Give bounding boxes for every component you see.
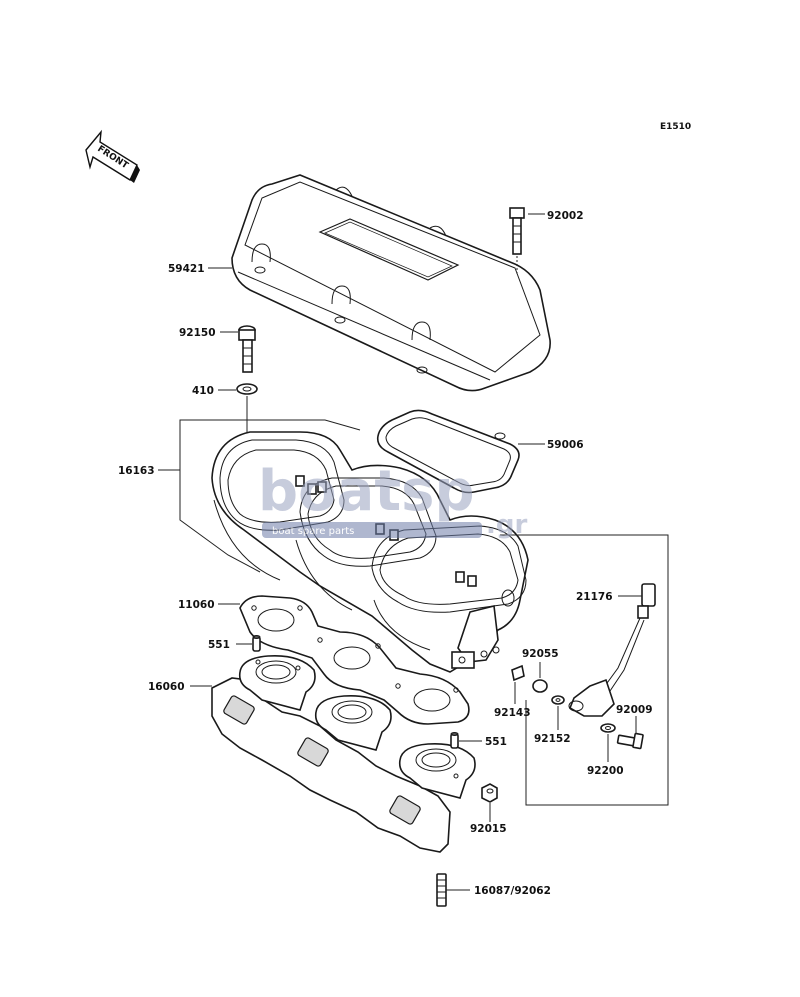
bolt-92009[interactable] xyxy=(616,732,644,750)
o-ring-92055[interactable] xyxy=(532,679,548,693)
label-16060: 16060 xyxy=(148,681,185,693)
label-92143: 92143 xyxy=(494,707,531,719)
label-59006: 59006 xyxy=(547,439,584,451)
clip-92143[interactable] xyxy=(511,664,525,682)
dowel-pin-551-upper[interactable] xyxy=(252,635,261,652)
label-551-lower: 551 xyxy=(485,736,507,748)
front-arrow-icon: FRONT xyxy=(85,129,140,183)
label-92152: 92152 xyxy=(534,733,571,745)
label-16163: 16163 xyxy=(118,465,155,477)
cover-part[interactable] xyxy=(231,174,551,392)
label-92055: 92055 xyxy=(522,648,559,660)
label-92150: 92150 xyxy=(179,327,216,339)
stud-16087[interactable] xyxy=(436,873,447,907)
label-92015: 92015 xyxy=(470,823,507,835)
label-92009: 92009 xyxy=(616,704,653,716)
watermark-suffix: .gr xyxy=(486,510,527,540)
label-551-upper: 551 xyxy=(208,639,230,651)
washer-92152[interactable] xyxy=(551,695,565,705)
label-11060: 11060 xyxy=(178,599,215,611)
watermark-text: boatsp xyxy=(258,459,475,524)
dowel-pin-551-lower[interactable] xyxy=(450,732,459,749)
label-92002: 92002 xyxy=(547,210,584,222)
manifold-16060[interactable] xyxy=(211,654,476,853)
flame-arrester-assembly[interactable] xyxy=(211,431,529,673)
label-92200: 92200 xyxy=(587,765,624,777)
bolt-92002[interactable] xyxy=(509,207,525,255)
label-16087-92062: 16087/92062 xyxy=(474,885,551,897)
label-59421: 59421 xyxy=(168,263,205,275)
label-21176: 21176 xyxy=(576,591,613,603)
label-410: 410 xyxy=(192,385,214,397)
bolt-92150[interactable] xyxy=(238,325,256,373)
sensor-21176[interactable] xyxy=(568,583,656,717)
nut-92015[interactable] xyxy=(481,783,498,803)
watermark-logo: boatsp .gr boat spare parts xyxy=(258,459,527,540)
washer-410[interactable] xyxy=(236,383,258,395)
gasket-59006[interactable] xyxy=(376,409,520,494)
diagram-code: E1510 xyxy=(660,122,691,132)
watermark-tagline: boat spare parts xyxy=(272,526,354,537)
washer-92200[interactable] xyxy=(600,723,616,733)
gasket-11060[interactable] xyxy=(239,595,470,725)
